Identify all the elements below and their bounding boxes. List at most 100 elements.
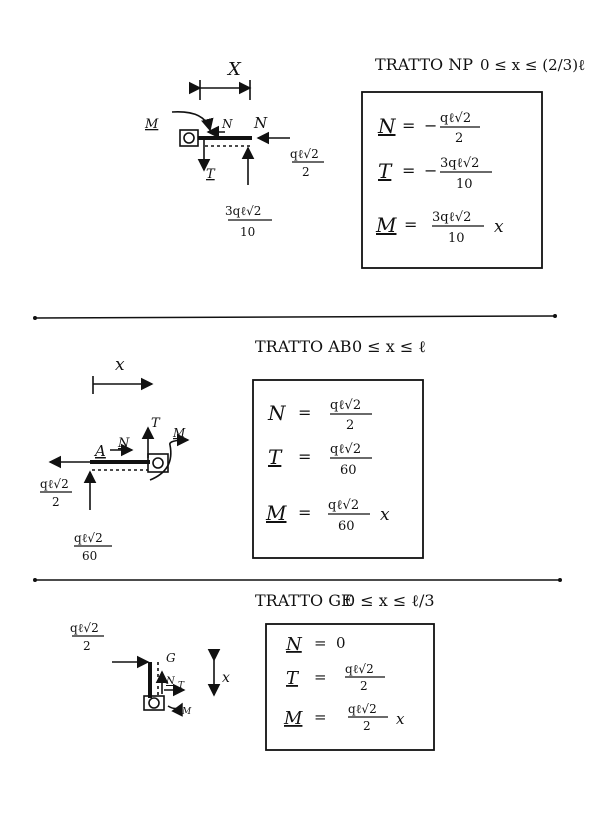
reaction-denominator: 60 <box>82 549 97 563</box>
load-numerator: qℓ√2 <box>40 477 69 491</box>
equation-n: N = 0 <box>285 634 346 655</box>
svg-text:qℓ√2: qℓ√2 <box>330 442 361 457</box>
moment-label: M <box>144 117 159 132</box>
svg-text:N: N <box>377 114 397 138</box>
section-cut-box <box>147 453 169 473</box>
svg-text:60: 60 <box>340 463 357 478</box>
svg-text:0: 0 <box>336 634 346 652</box>
shear-label: T <box>151 416 161 431</box>
svg-text:M: M <box>375 213 397 237</box>
equation-m: M = qℓ√2 60 x <box>265 498 390 534</box>
section-ab: TRATTO AB 0 ≤ x ≤ ℓ x A N T M qℓ√2 2 qℓ√… <box>40 337 426 563</box>
svg-text:x: x <box>380 505 390 525</box>
section-range: 0 ≤ x ≤ ℓ <box>352 337 426 356</box>
section-title: TRATTO NP <box>375 55 473 74</box>
free-body-diagram <box>48 376 190 510</box>
section-title: TRATTO AB <box>255 337 352 356</box>
svg-text:=: = <box>298 447 311 466</box>
reaction-denominator: 10 <box>240 225 255 239</box>
x-label: x <box>115 355 125 375</box>
svg-text:N: N <box>285 634 303 655</box>
g-label: G <box>166 651 176 665</box>
free-body-diagram <box>171 80 290 185</box>
section-cut-box <box>143 695 165 711</box>
svg-text:−: − <box>424 116 437 135</box>
moment-arrow <box>167 702 183 717</box>
load-numerator: qℓ√2 <box>290 147 319 161</box>
equations-box <box>252 379 424 559</box>
section-range: 0 ≤ x ≤ (2/3)ℓ <box>480 56 585 74</box>
divider-dot <box>558 578 562 582</box>
section-range: 0 ≤ x ≤ ℓ/3 <box>345 591 435 610</box>
equation-m: M = qℓ√2 2 x <box>283 702 405 733</box>
svg-text:3qℓ√2: 3qℓ√2 <box>440 156 479 171</box>
svg-text:=: = <box>298 503 311 522</box>
svg-text:2: 2 <box>346 418 354 433</box>
svg-text:N: N <box>267 401 287 425</box>
svg-text:=: = <box>314 708 327 726</box>
svg-text:x: x <box>396 710 405 728</box>
svg-text:2: 2 <box>363 719 371 733</box>
section-cut-symbol <box>148 697 160 709</box>
normal-label-2: N <box>253 114 268 132</box>
svg-text:qℓ√2: qℓ√2 <box>328 498 359 513</box>
reaction-numerator: 3qℓ√2 <box>225 204 261 218</box>
svg-text:T: T <box>286 668 300 689</box>
svg-text:qℓ√2: qℓ√2 <box>440 111 471 126</box>
load-numerator: qℓ√2 <box>70 621 99 635</box>
svg-text:=: = <box>314 634 327 652</box>
svg-text:−: − <box>424 161 437 180</box>
svg-text:10: 10 <box>448 231 465 246</box>
divider-dot <box>33 316 37 320</box>
moment-label: M <box>181 707 192 717</box>
svg-text:x: x <box>494 217 504 237</box>
equation-t: T = qℓ√2 60 <box>268 442 372 478</box>
shear-label: T <box>178 681 185 691</box>
load-denominator: 2 <box>302 165 310 179</box>
svg-text:2: 2 <box>360 679 368 693</box>
equation-n: N = qℓ√2 2 <box>267 398 372 433</box>
moment-label: M <box>172 426 186 440</box>
shear-label: T <box>206 167 216 182</box>
svg-text:3qℓ√2: 3qℓ√2 <box>432 210 471 225</box>
normal-label: N <box>117 436 130 451</box>
svg-text:M: M <box>265 501 287 525</box>
equation-m: M = 3qℓ√2 10 x <box>375 210 504 246</box>
svg-text:60: 60 <box>338 519 355 534</box>
svg-text:T: T <box>378 159 393 183</box>
svg-text:qℓ√2: qℓ√2 <box>330 398 361 413</box>
section-ge: TRATTO GE 0 ≤ x ≤ ℓ/3 qℓ√2 2 G N T M x N… <box>70 591 435 751</box>
divider-dot <box>553 314 557 318</box>
reaction-numerator: qℓ√2 <box>74 531 103 545</box>
svg-text:=: = <box>402 116 415 135</box>
equation-t: T = − 3qℓ√2 10 <box>378 156 492 192</box>
x-label: X <box>226 59 242 80</box>
section-np: TRATTO NP 0 ≤ x ≤ (2/3)ℓ X M N N T qℓ√2 … <box>144 55 585 269</box>
svg-text:2: 2 <box>455 131 463 146</box>
normal-label: N <box>221 117 233 131</box>
svg-text:M: M <box>283 708 303 729</box>
equations-box <box>361 91 543 269</box>
x-label: x <box>222 670 230 686</box>
load-denominator: 2 <box>83 639 91 653</box>
svg-text:qℓ√2: qℓ√2 <box>345 662 374 676</box>
divider-dot <box>33 578 37 582</box>
load-denominator: 2 <box>52 495 60 509</box>
normal-label: N <box>165 676 176 687</box>
svg-text:10: 10 <box>456 177 473 192</box>
equations-box <box>265 623 435 751</box>
section-cut-symbol <box>183 132 195 144</box>
moment-arrow <box>149 433 190 481</box>
section-title: TRATTO GE <box>255 591 353 610</box>
svg-text:T: T <box>268 445 283 469</box>
section-cut-symbol <box>152 457 164 469</box>
moment-arrow <box>171 111 214 132</box>
section-divider <box>34 315 556 319</box>
equation-t: T = qℓ√2 2 <box>286 662 385 693</box>
a-label: A <box>93 442 106 460</box>
svg-text:=: = <box>314 668 327 686</box>
svg-text:=: = <box>298 403 311 422</box>
svg-text:qℓ√2: qℓ√2 <box>348 702 377 716</box>
